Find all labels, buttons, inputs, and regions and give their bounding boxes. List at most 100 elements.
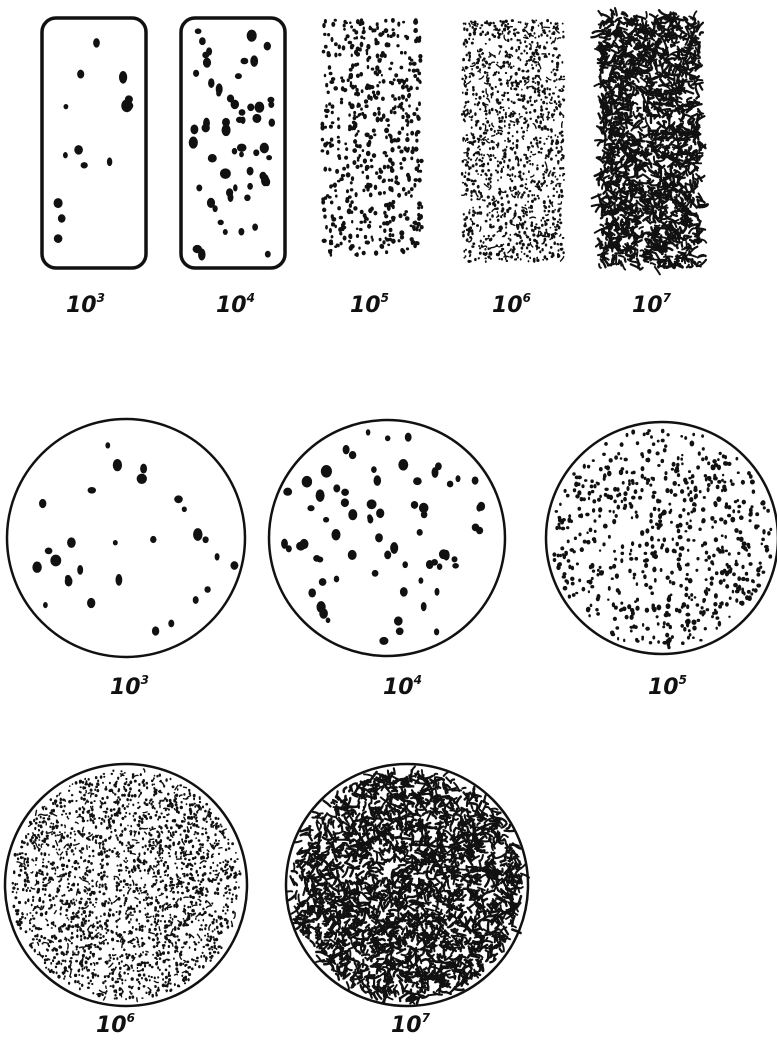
stipple-mark — [409, 62, 412, 66]
stipple-mark — [82, 811, 85, 814]
stipple-mark — [668, 613, 671, 617]
stipple-mark — [406, 114, 411, 119]
stipple-mark — [31, 872, 33, 873]
stipple-mark — [472, 93, 474, 96]
stipple-mark — [475, 93, 477, 96]
stipple-mark — [365, 132, 370, 137]
stipple-mark — [517, 190, 519, 193]
stipple-mark — [541, 127, 544, 131]
stipple-mark — [379, 170, 383, 174]
stipple-mark — [651, 526, 654, 529]
stipple-mark — [126, 845, 128, 847]
stipple-mark — [671, 144, 676, 146]
stipple-mark — [620, 601, 623, 604]
stipple-mark — [675, 210, 680, 211]
stipple-mark — [151, 847, 155, 850]
stipple-mark — [761, 500, 766, 505]
stipple-mark — [418, 178, 422, 183]
stipple-mark — [468, 250, 471, 254]
stipple-mark — [671, 468, 674, 471]
stipple-mark — [392, 200, 396, 204]
stipple-mark — [231, 100, 240, 109]
stipple-mark — [403, 213, 406, 216]
stipple-mark — [381, 74, 383, 77]
stipple-mark — [692, 539, 695, 542]
stipple-mark — [506, 146, 508, 148]
stipple-mark — [545, 96, 547, 99]
stipple-mark — [152, 626, 159, 635]
stipple-mark — [531, 51, 534, 55]
stipple-mark — [737, 471, 740, 474]
stipple-mark — [480, 211, 483, 214]
stipple-mark — [439, 549, 448, 559]
stipple-mark — [544, 180, 546, 183]
stipple-mark — [402, 157, 406, 162]
stipple-mark — [696, 465, 700, 469]
stipple-mark — [630, 629, 633, 632]
stipple-mark — [685, 586, 689, 591]
stipple-mark — [487, 195, 490, 198]
stipple-mark — [645, 528, 649, 533]
stipple-mark — [714, 537, 718, 542]
stipple-mark — [528, 160, 531, 162]
stipple-mark — [712, 554, 716, 558]
stipple-mark — [492, 135, 495, 136]
stipple-mark — [145, 953, 148, 955]
stipple-mark — [546, 128, 548, 130]
stipple-mark — [119, 71, 127, 84]
stipple-mark — [506, 92, 509, 94]
stipple-mark — [534, 21, 536, 24]
stipple-mark — [526, 77, 528, 80]
stipple-mark — [462, 194, 466, 196]
stipple-mark — [552, 210, 555, 213]
stipple-mark — [736, 499, 739, 502]
stipple-mark — [89, 901, 92, 904]
stipple-mark — [533, 58, 535, 61]
stipple-mark — [572, 472, 576, 475]
stipple-mark — [91, 808, 93, 811]
stipple-mark — [517, 122, 519, 125]
stipple-mark — [692, 502, 695, 505]
stipple-mark — [193, 794, 196, 797]
stipple-mark — [45, 955, 47, 957]
stipple-mark — [549, 88, 551, 91]
stipple-mark — [512, 135, 514, 137]
stipple-mark — [413, 477, 422, 485]
stipple-mark — [498, 130, 503, 131]
stipple-mark — [475, 163, 478, 166]
stipple-mark — [512, 166, 515, 170]
stipple-mark — [636, 582, 638, 586]
stipple-mark — [508, 123, 511, 126]
stipple-mark — [81, 984, 83, 987]
stipple-mark — [727, 514, 731, 518]
stipple-mark — [366, 51, 368, 55]
stipple-mark — [500, 83, 503, 86]
stipple-mark — [496, 98, 499, 102]
stipple-mark — [340, 76, 343, 79]
stipple-mark — [334, 576, 340, 583]
stipple-mark — [353, 111, 356, 114]
stipple-mark — [390, 138, 394, 143]
stipple-mark — [617, 452, 620, 455]
stipple-mark — [732, 509, 735, 513]
rect-panel-frame — [42, 18, 146, 268]
stipple-mark — [461, 113, 463, 116]
stipple-mark — [750, 592, 753, 595]
stipple-mark — [526, 188, 528, 190]
stipple-mark — [350, 44, 354, 48]
stipple-mark — [470, 218, 472, 220]
stipple-mark — [475, 98, 477, 100]
stipple-mark — [698, 451, 701, 455]
stipple-mark — [42, 881, 44, 883]
stipple-mark — [508, 63, 510, 65]
stipple-mark — [560, 146, 562, 148]
stipple-mark — [407, 190, 410, 194]
stipple-mark — [470, 158, 472, 160]
stipple-mark — [141, 997, 143, 999]
stipple-mark — [376, 26, 379, 30]
stipple-mark — [392, 240, 395, 244]
stipple-mark — [512, 251, 515, 254]
stipple-mark — [526, 214, 528, 216]
stipple-mark — [410, 149, 414, 154]
stipple-mark — [502, 33, 504, 35]
